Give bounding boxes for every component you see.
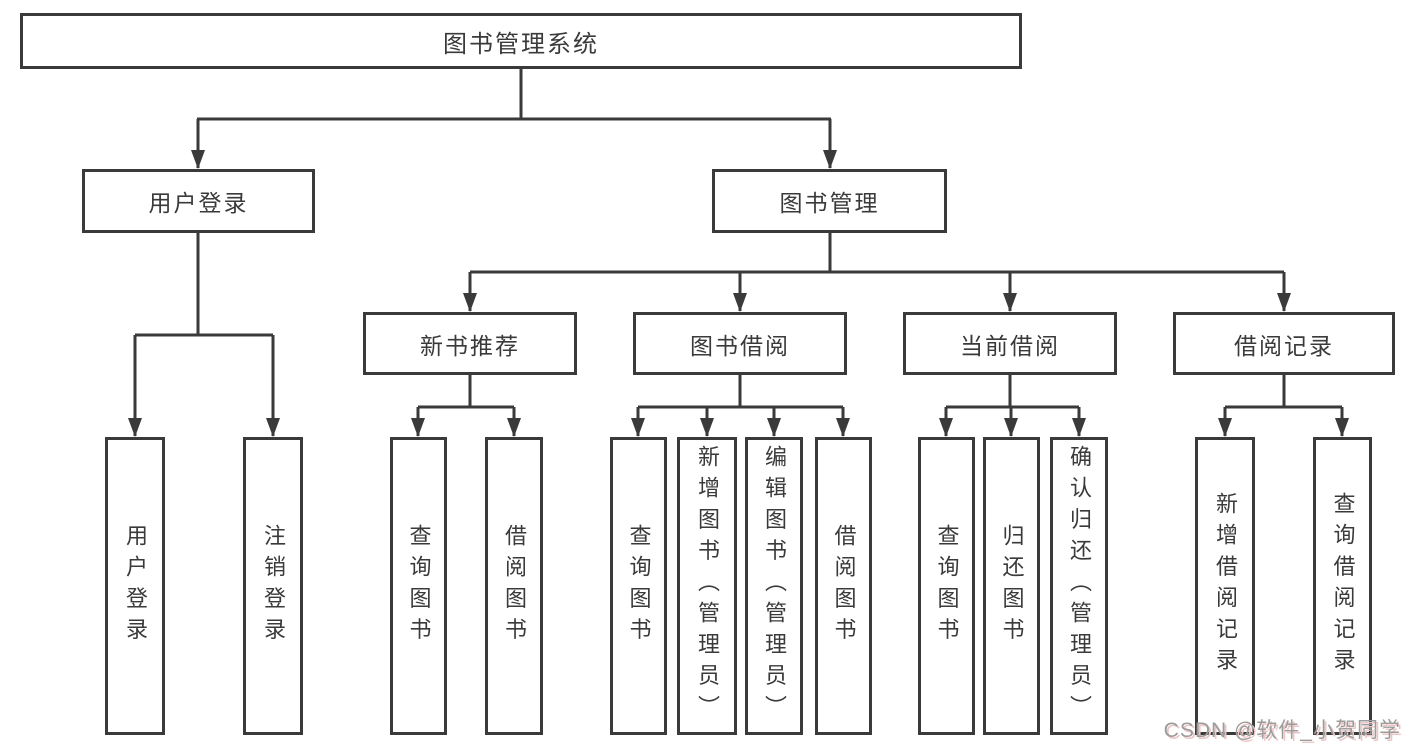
node-confirm-return-admin: 确认归还（管理员） <box>1050 437 1108 735</box>
node-label: 查询图书 <box>934 523 960 649</box>
node-library-system: 图书管理系统 <box>20 13 1022 69</box>
node-add-borrow-record: 新增借阅记录 <box>1195 437 1255 735</box>
connector-new-book-children <box>416 375 516 436</box>
node-label: 用户登录 <box>148 190 249 216</box>
node-new-book-recommend: 新书推荐 <box>363 312 577 375</box>
node-label: 确认归还（管理员） <box>1067 445 1092 727</box>
node-label: 注销登录 <box>261 523 286 649</box>
node-borrow-record: 借阅记录 <box>1173 312 1395 375</box>
node-label: 新增借阅记录 <box>1213 492 1238 680</box>
node-query-borrow-record: 查询借阅记录 <box>1313 437 1372 735</box>
node-label: 新增图书（管理员） <box>695 445 720 727</box>
node-book-management: 图书管理 <box>712 169 947 233</box>
connector-root-to-level2 <box>196 69 832 168</box>
node-label: 借阅图书 <box>502 523 527 649</box>
node-logout: 注销登录 <box>243 437 303 735</box>
node-label: 查询图书 <box>626 523 652 649</box>
node-label: 新书推荐 <box>420 332 520 359</box>
connector-book-borrow-children <box>636 375 845 436</box>
node-borrow-book-1: 借阅图书 <box>485 437 543 735</box>
node-user-login: 用户登录 <box>82 169 315 233</box>
connector-current-borrow-children <box>944 375 1081 436</box>
node-book-borrow: 图书借阅 <box>633 312 847 375</box>
node-return-book: 归还图书 <box>983 437 1040 735</box>
node-label: 借阅记录 <box>1234 332 1334 359</box>
node-query-book-2: 查询图书 <box>610 437 667 735</box>
node-borrow-book-2: 借阅图书 <box>815 437 872 735</box>
node-current-borrow: 当前借阅 <box>903 312 1117 375</box>
node-user-login-leaf: 用户登录 <box>105 437 165 735</box>
node-query-book-3: 查询图书 <box>918 437 975 735</box>
node-label: 借阅图书 <box>831 523 857 649</box>
node-add-book-admin: 新增图书（管理员） <box>677 437 737 735</box>
node-label: 图书管理 <box>779 190 880 216</box>
node-label: 查询图书 <box>406 523 432 649</box>
node-label: 用户登录 <box>123 523 148 649</box>
node-label: 查询借阅记录 <box>1330 492 1356 680</box>
connector-user-login-children <box>133 233 275 436</box>
node-label: 归还图书 <box>999 523 1025 649</box>
node-label: 图书管理系统 <box>443 30 599 58</box>
node-label: 编辑图书（管理员） <box>762 445 787 727</box>
watermark: CSDN @软件_小贺同学 <box>1163 719 1401 742</box>
node-label: 图书借阅 <box>690 332 790 359</box>
connector-book-mgmt-children <box>468 233 1286 311</box>
node-edit-book-admin: 编辑图书（管理员） <box>745 437 803 735</box>
node-query-book-1: 查询图书 <box>390 437 447 735</box>
connector-borrow-record-children <box>1223 375 1344 436</box>
node-label: 当前借阅 <box>960 332 1060 359</box>
